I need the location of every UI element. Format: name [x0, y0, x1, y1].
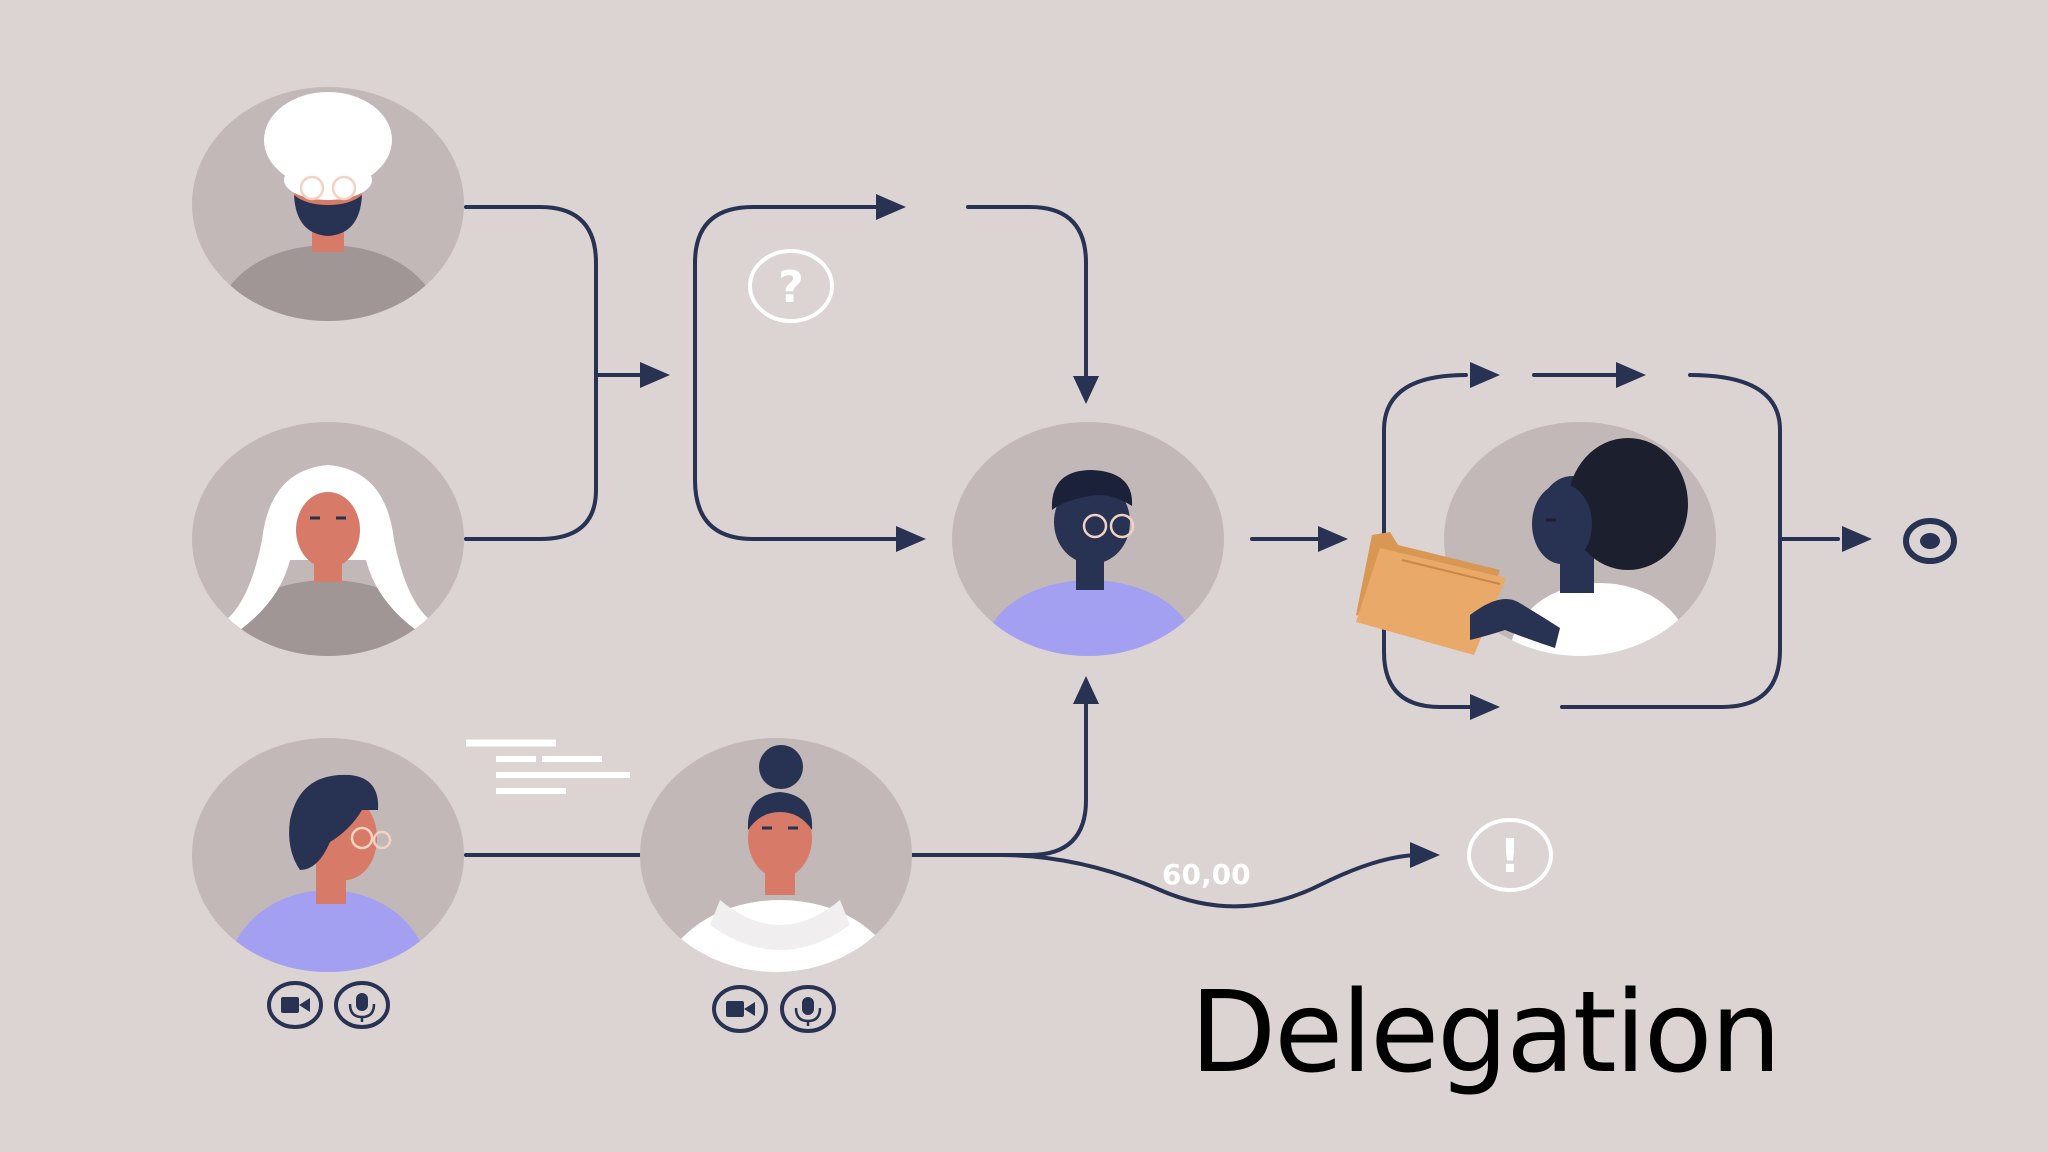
media-controls-right: [712, 985, 836, 1033]
video-camera-icon[interactable]: [267, 981, 323, 1029]
avatar-glasses-man: [192, 738, 464, 972]
arrowhead: [1410, 842, 1440, 868]
connector-top-left: [464, 205, 598, 541]
arrowhead: [876, 194, 906, 220]
avatar-center-person: [952, 422, 1224, 656]
target-icon: [1903, 518, 1957, 564]
slide-title: Delegation: [1190, 968, 1781, 1098]
chat-message-lines: [466, 739, 630, 794]
arrowhead: [896, 526, 926, 552]
alert-icon: !: [1467, 818, 1553, 892]
arrowhead: [640, 362, 670, 388]
arrowheads: [640, 194, 1872, 868]
avatar-turban: [192, 87, 464, 321]
folder-icon: [1356, 532, 1506, 655]
connector-wave: [998, 853, 1422, 909]
avatar-veil: [192, 422, 464, 656]
arrowhead: [1470, 362, 1500, 388]
arrowhead: [1842, 526, 1872, 552]
arrowhead: [1616, 362, 1646, 388]
question-symbol: ?: [778, 262, 804, 313]
alert-symbol: !: [1500, 829, 1521, 883]
microphone-icon[interactable]: [780, 985, 836, 1033]
question-icon: ?: [748, 249, 834, 323]
connector-split-loop: [693, 205, 902, 541]
amount-label: 60,00: [1162, 858, 1251, 891]
connector-down-to-center: [966, 205, 1088, 382]
media-controls-left: [267, 981, 390, 1029]
microphone-icon[interactable]: [334, 981, 390, 1029]
avatar-reader: [1356, 422, 1716, 656]
arrowhead: [1470, 694, 1500, 720]
arrowhead: [1073, 676, 1099, 704]
avatar-bun-woman: [640, 738, 912, 972]
arrowhead: [1318, 526, 1348, 552]
connector-up-to-center: [910, 698, 1088, 857]
video-camera-icon[interactable]: [712, 985, 768, 1033]
arrowhead: [1073, 376, 1099, 404]
